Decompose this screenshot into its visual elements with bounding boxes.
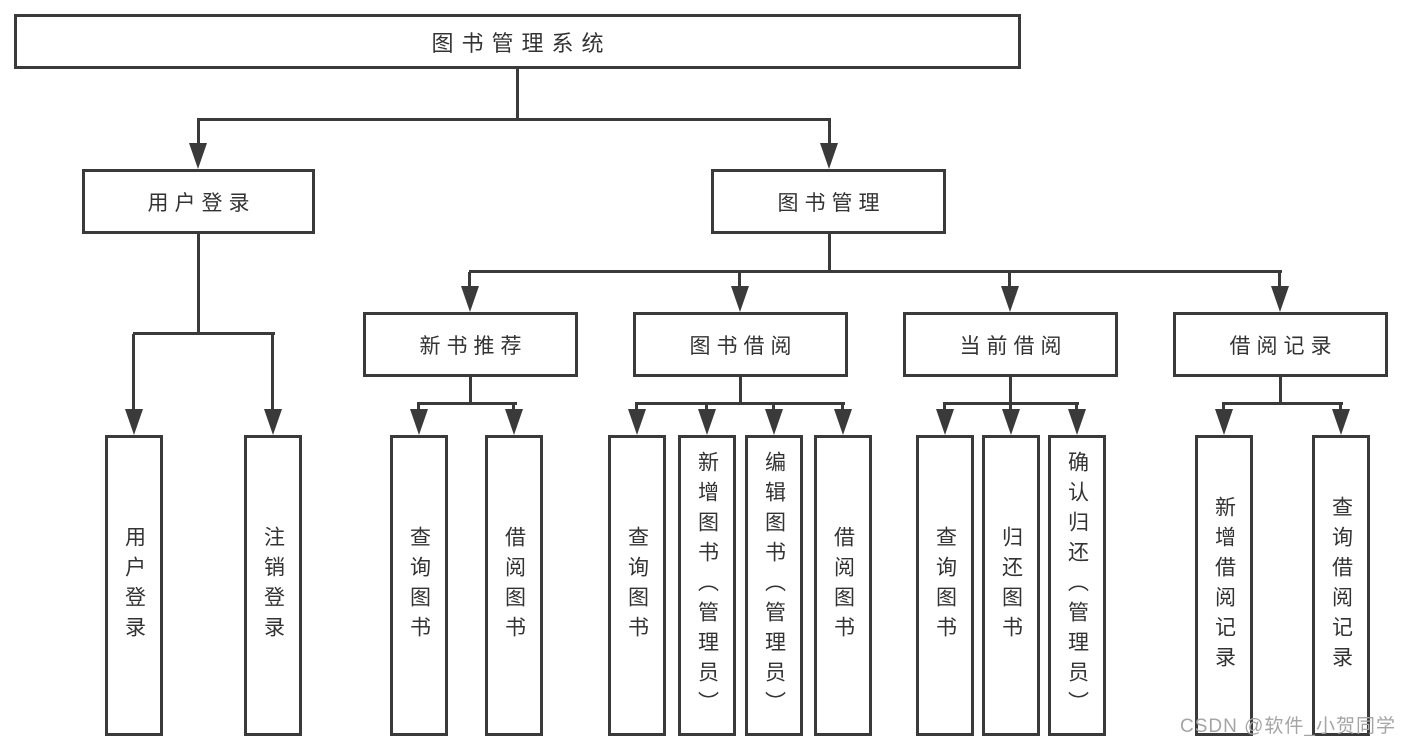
- connector-line: [841, 404, 844, 411]
- leaf-query-books-recommend: 查询图书: [390, 435, 448, 736]
- leaf-user-login: 用户登录: [105, 435, 163, 736]
- arrow-down-icon: [410, 409, 428, 435]
- connector-line: [1009, 404, 1012, 411]
- connector-line: [772, 404, 775, 411]
- arrow-down-icon: [461, 286, 479, 312]
- connector-line: [512, 404, 515, 411]
- arrow-down-icon: [1332, 409, 1350, 435]
- leaf-confirm-return-admin: 确认归还（管理员）: [1048, 435, 1106, 736]
- arrow-down-icon: [628, 409, 646, 435]
- connector-line: [828, 120, 831, 145]
- arrow-down-icon: [1271, 286, 1289, 312]
- connector-line: [132, 334, 135, 411]
- leaf-query-borrow-record: 查询借阅记录: [1312, 435, 1370, 736]
- connector-line: [197, 120, 200, 145]
- connector-line: [1339, 404, 1342, 411]
- connector-line: [1008, 272, 1011, 288]
- leaf-query-books-current: 查询图书: [916, 435, 974, 736]
- leaf-edit-books-admin: 编辑图书（管理员）: [745, 435, 803, 736]
- connector-line: [1009, 377, 1012, 404]
- connector-line: [1279, 377, 1282, 404]
- node-borrow-records: 借阅记录: [1173, 312, 1388, 377]
- connector-line: [417, 404, 420, 411]
- leaf-add-borrow-record: 新增借阅记录: [1195, 435, 1253, 736]
- arrow-down-icon: [1215, 409, 1233, 435]
- connector-line: [197, 118, 831, 121]
- arrow-down-icon: [936, 409, 954, 435]
- node-root: 图书管理系统: [14, 14, 1021, 69]
- connector-line: [516, 69, 519, 119]
- connector-line: [738, 272, 741, 288]
- connector-line: [1075, 404, 1078, 411]
- connector-line: [943, 402, 1079, 405]
- connector-line: [271, 334, 274, 411]
- connector-line: [197, 234, 200, 334]
- leaf-logout: 注销登录: [244, 435, 302, 736]
- leaf-borrow-books: 借阅图书: [814, 435, 872, 736]
- arrow-down-icon: [189, 143, 207, 169]
- arrow-down-icon: [505, 409, 523, 435]
- connector-line: [739, 377, 742, 404]
- leaf-query-books-borrow: 查询图书: [608, 435, 666, 736]
- leaf-return-books: 归还图书: [982, 435, 1040, 736]
- arrow-down-icon: [1068, 409, 1086, 435]
- connector-line: [417, 402, 517, 405]
- node-user-login: 用户登录: [82, 169, 315, 234]
- node-book-management: 图书管理: [711, 169, 946, 234]
- arrow-down-icon: [1001, 286, 1019, 312]
- arrow-down-icon: [125, 409, 143, 435]
- connector-line: [133, 332, 275, 335]
- connector-line: [635, 404, 638, 411]
- node-new-book-recommend: 新书推荐: [363, 312, 578, 377]
- arrow-down-icon: [1002, 409, 1020, 435]
- connector-line: [705, 404, 708, 411]
- leaf-add-books-admin: 新增图书（管理员）: [678, 435, 736, 736]
- node-current-borrow: 当前借阅: [903, 312, 1118, 377]
- connector-line: [469, 377, 472, 404]
- leaf-borrow-books-recommend: 借阅图书: [485, 435, 543, 736]
- csdn-watermark: CSDN @软件_小贺同学: [1180, 716, 1396, 737]
- connector-line: [1222, 402, 1343, 405]
- connector-line: [828, 234, 831, 272]
- arrow-down-icon: [698, 409, 716, 435]
- arrow-down-icon: [820, 143, 838, 169]
- connector-line: [635, 402, 845, 405]
- connector-line: [1278, 272, 1281, 288]
- arrow-down-icon: [731, 286, 749, 312]
- connector-line: [468, 272, 471, 288]
- connector-line: [943, 404, 946, 411]
- arrow-down-icon: [765, 409, 783, 435]
- arrow-down-icon: [264, 409, 282, 435]
- node-book-borrow: 图书借阅: [633, 312, 848, 377]
- connector-line: [469, 270, 1282, 273]
- arrow-down-icon: [834, 409, 852, 435]
- connector-line: [1222, 404, 1225, 411]
